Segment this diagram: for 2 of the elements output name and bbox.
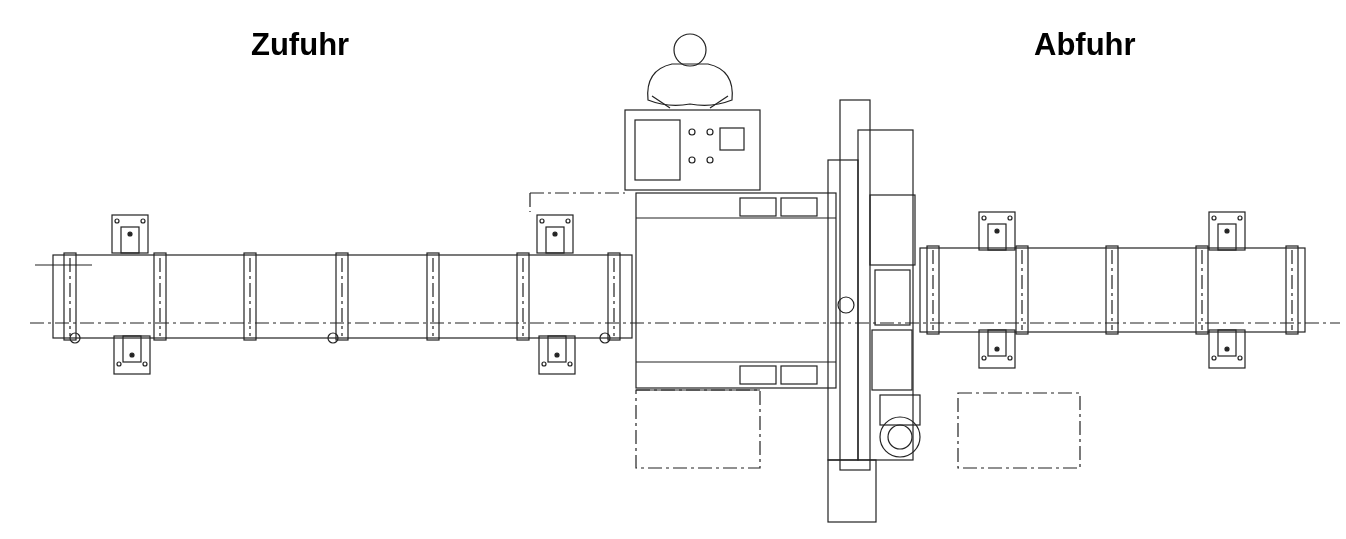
section-heading: Zufuhr — [251, 27, 350, 63]
section-heading: Abfuhr — [1034, 27, 1136, 63]
